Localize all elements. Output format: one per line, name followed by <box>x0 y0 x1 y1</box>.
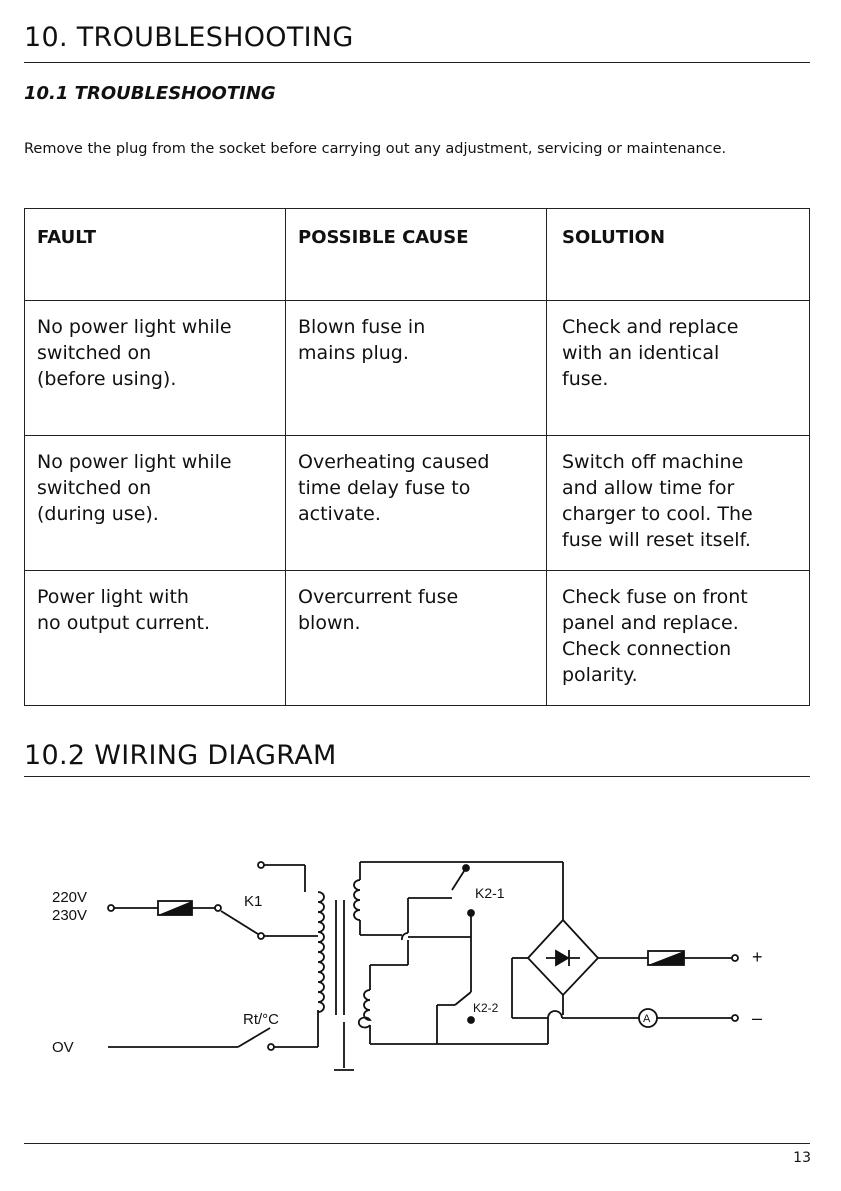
table-row: Power light with no output current. Over… <box>24 570 810 706</box>
label-220v: 220V <box>52 889 87 906</box>
fault-cell: No power light while switched on (before… <box>24 300 286 436</box>
diagram-wires <box>107 861 739 1071</box>
heading-rule <box>24 62 810 63</box>
cause-cell: Overcurrent fuse blown. <box>285 570 547 706</box>
footer-rule <box>24 1143 810 1144</box>
troubleshooting-table: FAULT POSSIBLE CAUSE SOLUTION No power l… <box>24 208 810 706</box>
input-fuse <box>157 900 193 916</box>
table-row: No power light while switched on (during… <box>24 435 810 571</box>
header-cause: POSSIBLE CAUSE <box>285 208 547 301</box>
cause-cell: Overheating caused time delay fuse to ac… <box>285 435 547 571</box>
label-thermal-switch: Rt/°C <box>243 1011 279 1028</box>
label-minus: – <box>752 1008 762 1028</box>
label-230v: 230V <box>52 907 87 924</box>
label-k2-1: K2-1 <box>475 885 505 901</box>
header-fault: FAULT <box>24 208 286 301</box>
label-0v: OV <box>52 1039 74 1056</box>
cause-cell: Blown fuse in mains plug. <box>285 300 547 436</box>
section-heading: 10.1 TROUBLESHOOTING <box>24 83 276 104</box>
page-heading: 10. TROUBLESHOOTING <box>24 22 354 53</box>
label-plus: + <box>752 947 763 967</box>
solution-cell: Switch off machine and allow time for ch… <box>546 435 810 571</box>
solution-cell: Check and replace with an identical fuse… <box>546 300 810 436</box>
header-solution: SOLUTION <box>546 208 810 301</box>
label-k1: K1 <box>244 893 262 910</box>
wiring-heading: 10.2 WIRING DIAGRAM <box>24 740 337 771</box>
ammeter-label: A <box>643 1013 651 1025</box>
label-k2-2: K2-2 <box>473 1001 499 1015</box>
fault-cell: Power light with no output current. <box>24 570 286 706</box>
intro-text: Remove the plug from the socket before c… <box>24 141 727 157</box>
transformer-coils <box>317 879 372 1029</box>
page-number: 13 <box>793 1150 811 1166</box>
solution-cell: Check fuse on front panel and replace. C… <box>546 570 810 706</box>
output-fuse <box>647 950 685 966</box>
wiring-diagram: 220V 230V OV K1 Rt/°C K2-1 K2-2 A + – <box>52 861 763 1071</box>
table-row: No power light while switched on (before… <box>24 300 810 436</box>
wiring-heading-rule <box>24 776 810 777</box>
table-header-row: FAULT POSSIBLE CAUSE SOLUTION <box>24 208 810 301</box>
fault-cell: No power light while switched on (during… <box>24 435 286 571</box>
